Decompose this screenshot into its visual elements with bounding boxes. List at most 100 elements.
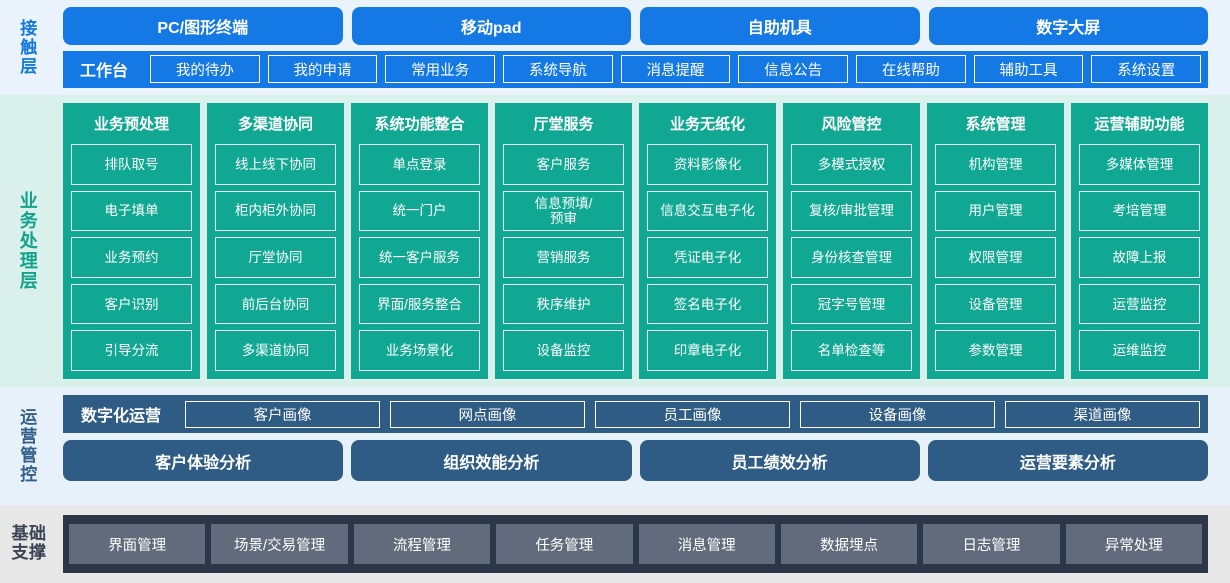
- business-item[interactable]: 印章电子化: [647, 330, 768, 371]
- channel-self-service-machine[interactable]: 自助机具: [640, 7, 920, 45]
- layer-contact: 接 触 层 PC/图形终端 移动pad 自助机具 数字大屏 工作台 我的待办 我…: [0, 0, 1230, 95]
- portrait-channel[interactable]: 渠道画像: [1005, 400, 1201, 428]
- analysis-employee-performance[interactable]: 员工绩效分析: [639, 440, 920, 481]
- layer-foundation: 基础 支撑 界面管理 场景/交易管理 流程管理 任务管理 消息管理 数据埋点 日…: [0, 505, 1230, 583]
- business-item[interactable]: 运营监控: [1079, 283, 1200, 325]
- business-column-hall-service: 厅堂服务 客户服务 信息预填/ 预审 营销服务 秩序维护 设备监控: [495, 103, 632, 379]
- business-column-system-integration: 系统功能整合 单点登录 统一门户 统一客户服务 界面/服务整合 业务场景化: [351, 103, 488, 379]
- layer-business-label-text: 业 务 处 理 层: [20, 191, 39, 292]
- business-item[interactable]: 信息交互电子化: [647, 190, 768, 232]
- label-char: 务: [19, 210, 39, 231]
- business-column-operation-support: 运营辅助功能 多媒体管理 考培管理 故障上报 运营监控 运维监控: [1071, 103, 1208, 379]
- portrait-customer[interactable]: 客户画像: [185, 400, 381, 428]
- business-item[interactable]: 身份核查管理: [791, 237, 912, 278]
- business-item[interactable]: 营销服务: [503, 237, 624, 278]
- layer-operations-label: 运 营 管 控: [0, 387, 58, 505]
- digital-operations-title: 数字化运营: [81, 408, 162, 425]
- business-item[interactable]: 故障上报: [1079, 237, 1200, 278]
- business-item[interactable]: 多媒体管理: [1079, 144, 1200, 185]
- foundation-item-task-management[interactable]: 任务管理: [496, 524, 633, 564]
- business-item[interactable]: 冠字号管理: [791, 283, 912, 325]
- business-item[interactable]: 统一客户服务: [359, 237, 480, 278]
- business-column-paperless: 业务无纸化 资料影像化 信息交互电子化 凭证电子化 签名电子化 印章电子化: [639, 103, 776, 379]
- business-item[interactable]: 凭证电子化: [647, 237, 768, 278]
- workbench-item-auxiliary-tools[interactable]: 辅助工具: [973, 55, 1084, 84]
- workbench-item-system-settings[interactable]: 系统设置: [1091, 55, 1202, 84]
- business-item[interactable]: 前后台协同: [215, 283, 336, 325]
- business-columns: 业务预处理 排队取号 电子填单 业务预约 客户识别 引导分流 多渠道协同 线上线…: [63, 103, 1208, 379]
- business-item[interactable]: 机构管理: [935, 144, 1056, 185]
- business-item[interactable]: 考培管理: [1079, 190, 1200, 232]
- business-item[interactable]: 设备监控: [503, 330, 624, 371]
- foundation-item-scenario-transaction-management[interactable]: 场景/交易管理: [211, 524, 348, 564]
- label-char: 控: [20, 465, 38, 485]
- analysis-operation-elements[interactable]: 运营要素分析: [927, 440, 1208, 481]
- business-item[interactable]: 运维监控: [1079, 330, 1200, 371]
- business-item[interactable]: 柜内柜外协同: [215, 190, 336, 232]
- business-item[interactable]: 用户管理: [935, 190, 1056, 232]
- analysis-organization-efficiency[interactable]: 组织效能分析: [351, 440, 632, 481]
- portrait-branch[interactable]: 网点画像: [390, 400, 586, 428]
- layer-business: 业 务 处 理 层 业务预处理 排队取号 电子填单 业务预约 客户识别 引导分流…: [0, 95, 1230, 387]
- business-item[interactable]: 电子填单: [71, 190, 192, 232]
- business-item[interactable]: 签名电子化: [647, 283, 768, 325]
- business-item[interactable]: 名单检查等: [791, 330, 912, 371]
- layer-operations-body: 数字化运营 客户画像 网点画像 员工画像 设备画像 渠道画像 客户体验分析 组织…: [58, 387, 1230, 505]
- column-title: 业务预处理: [93, 116, 169, 133]
- workbench-item-online-help[interactable]: 在线帮助: [856, 55, 966, 84]
- digital-operations-row: 数字化运营 客户画像 网点画像 员工画像 设备画像 渠道画像: [63, 395, 1208, 433]
- foundation-item-process-management[interactable]: 流程管理: [353, 524, 491, 564]
- portrait-employee[interactable]: 员工画像: [595, 400, 791, 428]
- analysis-customer-experience[interactable]: 客户体验分析: [63, 440, 344, 481]
- business-item[interactable]: 多模式授权: [791, 144, 912, 185]
- business-item[interactable]: 权限管理: [935, 237, 1056, 278]
- workbench-title: 工作台: [80, 63, 129, 81]
- business-item[interactable]: 引导分流: [71, 330, 192, 371]
- channel-digital-screen[interactable]: 数字大屏: [928, 7, 1208, 45]
- column-title: 运营辅助功能: [1094, 116, 1185, 133]
- business-item[interactable]: 参数管理: [935, 330, 1056, 371]
- layer-business-label: 业 务 处 理 层: [0, 95, 58, 387]
- business-item[interactable]: 客户识别: [71, 283, 192, 325]
- foundation-item-message-management[interactable]: 消息管理: [638, 524, 775, 564]
- workbench-item-message-reminder[interactable]: 消息提醒: [620, 55, 731, 84]
- channel-mobile-pad[interactable]: 移动pad: [351, 7, 631, 45]
- business-item[interactable]: 复核/审批管理: [791, 190, 912, 232]
- business-item[interactable]: 界面/服务整合: [359, 283, 480, 325]
- business-item[interactable]: 秩序维护: [503, 283, 624, 325]
- channel-row: PC/图形终端 移动pad 自助机具 数字大屏: [63, 7, 1208, 45]
- label-char: 运: [20, 407, 38, 427]
- business-item[interactable]: 厅堂协同: [215, 237, 336, 278]
- business-item[interactable]: 统一门户: [359, 190, 480, 232]
- workbench-item-system-navigation[interactable]: 系统导航: [503, 55, 613, 84]
- business-item[interactable]: 资料影像化: [647, 144, 768, 185]
- portrait-device[interactable]: 设备画像: [800, 400, 996, 428]
- foundation-item-ui-management[interactable]: 界面管理: [69, 524, 206, 564]
- business-item[interactable]: 多渠道协同: [215, 330, 336, 371]
- foundation-item-log-management[interactable]: 日志管理: [923, 524, 1060, 564]
- workbench-item-common-business[interactable]: 常用业务: [385, 55, 496, 84]
- business-item[interactable]: 业务场景化: [359, 330, 480, 371]
- label-char: 触: [20, 37, 38, 57]
- business-column-preprocessing: 业务预处理 排队取号 电子填单 业务预约 客户识别 引导分流: [63, 103, 200, 379]
- business-item[interactable]: 信息预填/ 预审: [503, 190, 624, 232]
- business-item[interactable]: 单点登录: [359, 144, 480, 185]
- channel-pc[interactable]: PC/图形终端: [63, 7, 343, 45]
- business-item[interactable]: 排队取号: [71, 144, 192, 185]
- label-char: 接: [20, 18, 38, 38]
- workbench-item-my-application[interactable]: 我的申请: [267, 55, 378, 84]
- workbench-item-my-todo[interactable]: 我的待办: [150, 55, 260, 84]
- business-item[interactable]: 业务预约: [71, 237, 192, 278]
- workbench-item-information-bulletin[interactable]: 信息公告: [738, 55, 849, 84]
- business-item[interactable]: 设备管理: [935, 283, 1056, 325]
- foundation-item-data-tracking[interactable]: 数据埋点: [780, 524, 918, 564]
- foundation-row: 界面管理 场景/交易管理 流程管理 任务管理 消息管理 数据埋点 日志管理 异常…: [63, 515, 1208, 573]
- column-title: 风险管控: [821, 116, 882, 133]
- business-item[interactable]: 线上线下协同: [215, 144, 336, 185]
- business-item[interactable]: 客户服务: [503, 144, 624, 185]
- label-char: 营: [20, 426, 38, 446]
- foundation-item-exception-handling[interactable]: 异常处理: [1065, 524, 1202, 564]
- label-char: 管: [20, 446, 38, 465]
- layer-business-body: 业务预处理 排队取号 电子填单 业务预约 客户识别 引导分流 多渠道协同 线上线…: [58, 95, 1230, 387]
